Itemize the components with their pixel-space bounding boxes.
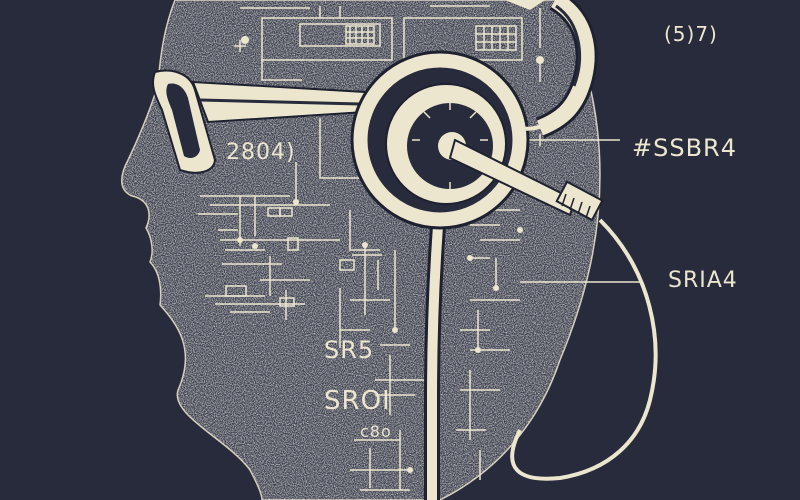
label-left-mid: 2804) xyxy=(226,140,296,165)
circuit-lines-icon xyxy=(198,5,640,491)
glasses-icon xyxy=(152,69,366,174)
label-left-lower-1: SR5 xyxy=(324,336,375,364)
label-left-lower-2: SROI xyxy=(324,386,391,416)
label-left-bottom: c8o xyxy=(360,422,392,441)
label-right-upper: #SSBR4 xyxy=(632,134,737,162)
stethoscope-icon xyxy=(350,0,658,500)
label-right-lower: SRIA4 xyxy=(668,268,738,293)
label-top-right: (5)7) xyxy=(664,22,718,46)
